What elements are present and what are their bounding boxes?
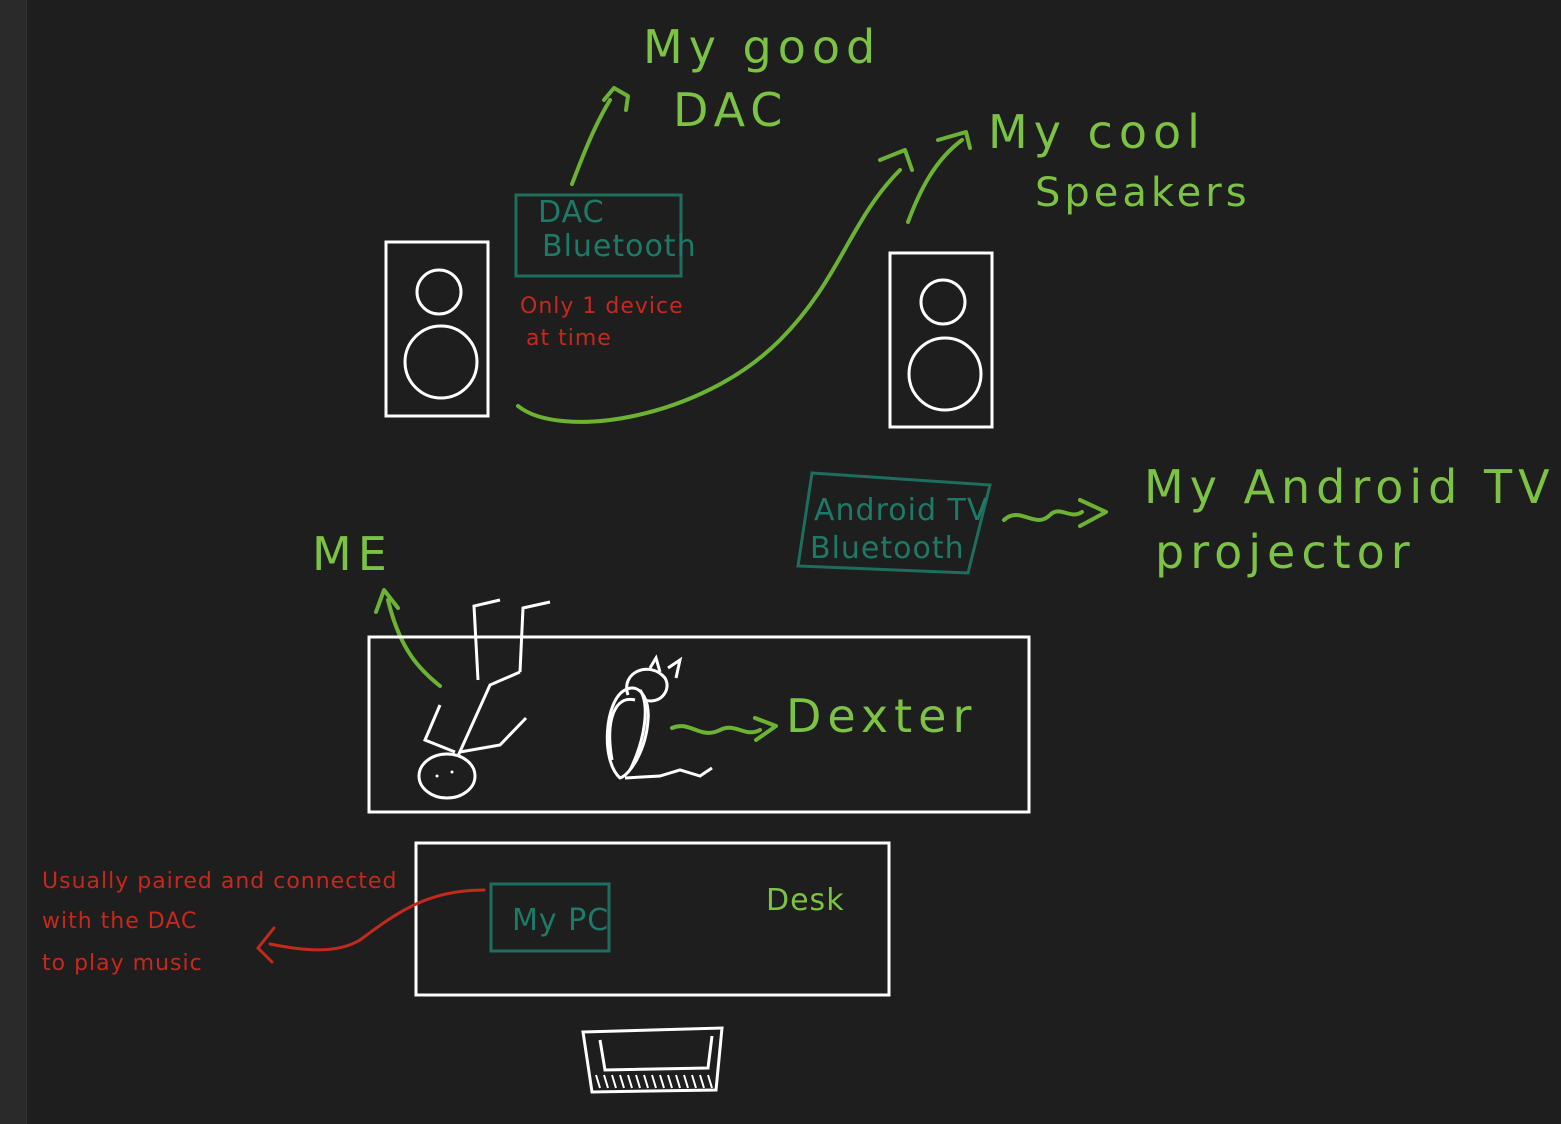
- pc-note-arrow: [255, 888, 486, 964]
- pc-note-line-3: to play music: [42, 951, 203, 976]
- dexter-label: Dexter: [786, 689, 977, 743]
- me-label: ME: [312, 527, 393, 581]
- bed-outline: [367, 635, 1031, 814]
- dac-box-label-1: DAC: [538, 195, 605, 230]
- right-speaker-icon: [888, 251, 994, 429]
- me-arrow: [374, 588, 442, 688]
- desk-outline: [414, 841, 891, 997]
- dog-figure-icon: [605, 654, 713, 780]
- dac-bluetooth-box: DAC Bluetooth: [514, 193, 697, 278]
- dac-box-label-2: Bluetooth: [542, 229, 697, 264]
- pc-note-line-2: with the DAC: [42, 909, 197, 934]
- pc-label: My PC: [512, 903, 609, 938]
- speakers-arrow: [516, 130, 972, 424]
- android-box-label-2: Bluetooth: [810, 531, 965, 566]
- dexter-arrowhead: [753, 716, 778, 742]
- pc-note-line-1: Usually paired and connected: [42, 869, 397, 894]
- dac-note-line-2: at time: [526, 326, 612, 351]
- dac-arrow: [570, 86, 630, 186]
- left-gutter: [0, 0, 27, 1124]
- dac-note-line-1: Only 1 device: [520, 294, 684, 319]
- android-tv-bluetooth-box: Android TV Bluetooth: [796, 471, 992, 575]
- cool-speakers-label-2: Speakers: [1035, 170, 1251, 216]
- cool-speakers-label-1: My cool: [988, 105, 1206, 159]
- desk-label: Desk: [766, 883, 845, 918]
- pc-box: My PC: [489, 882, 611, 953]
- good-dac-label-2: DAC: [673, 83, 788, 137]
- android-box-label-1: Android TV: [814, 493, 988, 528]
- projector-arrow: [1002, 498, 1108, 528]
- android-projector-label-1: My Android TV: [1144, 460, 1556, 514]
- left-speaker-icon: [384, 240, 490, 418]
- dexter-arrow: [670, 724, 762, 735]
- chair-icon: [581, 1026, 724, 1094]
- person-figure-icon: [417, 598, 551, 800]
- android-projector-label-2: projector: [1155, 525, 1416, 579]
- good-dac-label-1: My good: [643, 20, 881, 74]
